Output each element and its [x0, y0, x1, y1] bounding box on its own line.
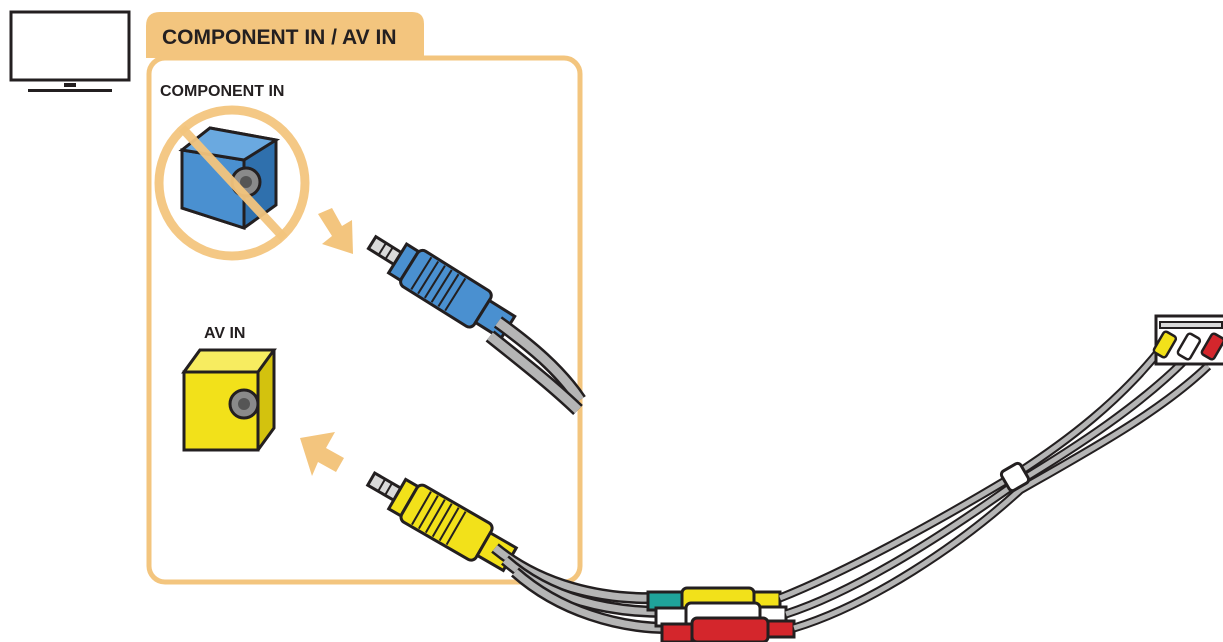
device-cable	[778, 347, 1212, 633]
av-in-label: AV IN	[204, 325, 245, 342]
rca-plug-red	[660, 616, 796, 642]
av-in-port	[181, 348, 277, 452]
direction-arrow-icon	[300, 432, 344, 476]
cable-clip	[999, 461, 1031, 493]
prohibited-icon	[154, 105, 310, 261]
yellow-plug	[365, 471, 519, 573]
direction-arrow-icon	[318, 208, 353, 254]
component-in-label: COMPONENT IN	[160, 83, 284, 100]
blue-plug	[366, 234, 517, 341]
rca-cable-bundle	[491, 543, 669, 634]
external-device	[1152, 314, 1223, 366]
panel-title: COMPONENT IN / AV IN	[162, 26, 397, 49]
tv-icon	[9, 10, 131, 92]
